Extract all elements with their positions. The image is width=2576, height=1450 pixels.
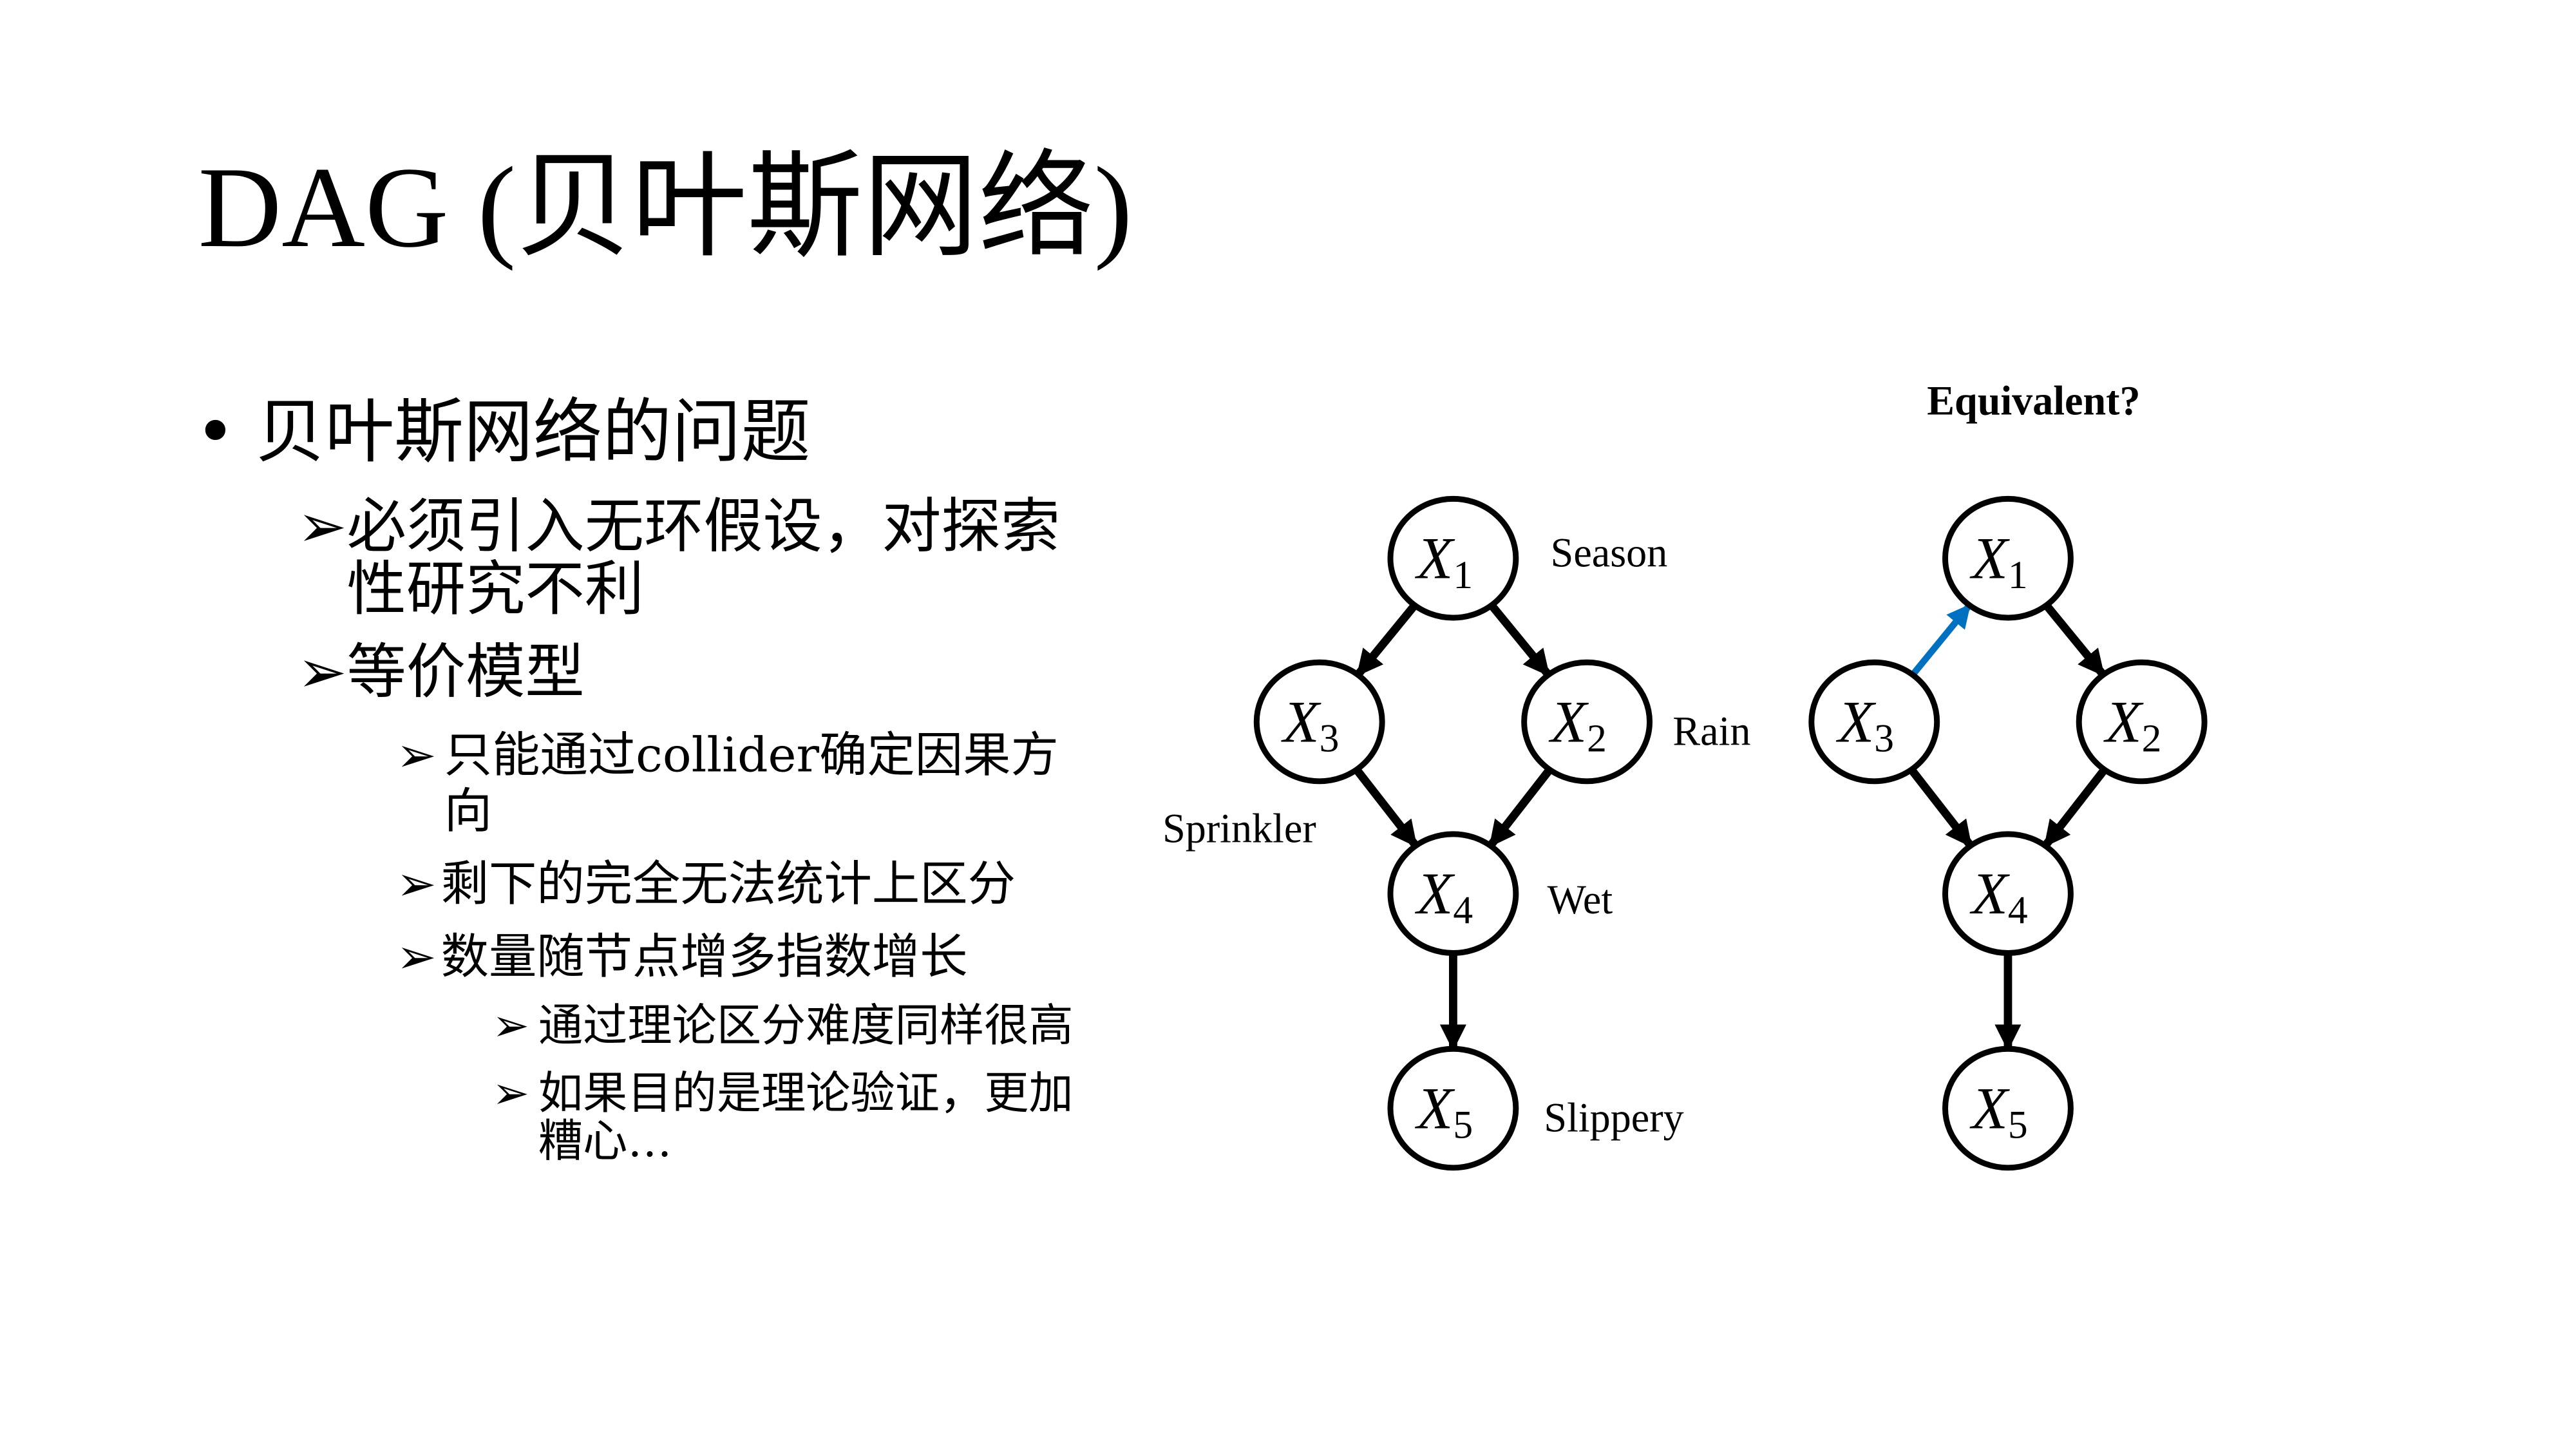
node-circle xyxy=(1808,659,1940,785)
node-left-x1: X1 xyxy=(1387,495,1519,621)
node-circle xyxy=(1387,495,1519,621)
label-sprinkler: Sprinkler xyxy=(1162,806,1316,852)
node-left-x2: X2 xyxy=(1521,659,1653,785)
bullet-l4-line: 如果目的是理论验证，更加 xyxy=(538,1068,1074,1120)
node-circle xyxy=(1942,831,2074,956)
arrow-marker-icon: ➢ xyxy=(492,1068,530,1120)
node-label: X3 xyxy=(1835,689,1894,760)
node-left-x4: X4 xyxy=(1387,831,1519,956)
node-right-x5: X5 xyxy=(1942,1045,2074,1171)
edge-right-x2-x4 xyxy=(2042,767,2108,848)
node-circle xyxy=(1387,1045,1519,1171)
bullet-marker: • xyxy=(194,391,236,473)
arrow-marker-icon: ➢ xyxy=(297,639,347,707)
node-label: X4 xyxy=(1414,861,1473,932)
bullet-l3-line: 剩下的完全无法统计上区分 xyxy=(440,855,1016,912)
arrow-marker-icon: ➢ xyxy=(396,727,437,783)
reversed-edge-right-x3-x1 xyxy=(1910,604,1972,677)
node-left-x5: X5 xyxy=(1387,1045,1519,1171)
node-right-x1: X1 xyxy=(1942,495,2074,621)
arrow-marker-icon: ➢ xyxy=(396,855,437,912)
bullet-l2-line: 必须引入无环假设，对探索 xyxy=(346,493,1061,562)
bullet-l3-line: 只能通过collider确定因果方 xyxy=(444,727,1059,783)
bullet-l2-line: 性研究不利 xyxy=(346,557,645,625)
node-circle xyxy=(1387,831,1519,956)
node-circle xyxy=(2076,659,2208,785)
edge-left-x3-x4 xyxy=(1354,767,1419,848)
node-label: X3 xyxy=(1280,689,1339,760)
bullet-l3-line: 数量随节点增多指数增长 xyxy=(440,928,968,985)
label-slippery: Slippery xyxy=(1544,1094,1683,1140)
label-season: Season xyxy=(1551,529,1668,575)
edge-left-x1-x3 xyxy=(1354,603,1418,677)
node-left-x3: X3 xyxy=(1253,659,1385,785)
arrow-marker-icon: ➢ xyxy=(396,928,437,985)
edge-left-x2-x4 xyxy=(1487,767,1553,848)
bullet-text: 贝叶斯网络的问题 xyxy=(255,391,811,473)
node-right-x3: X3 xyxy=(1808,659,1940,785)
arrow-marker-icon: ➢ xyxy=(492,1000,530,1053)
label-rain: Rain xyxy=(1672,708,1750,754)
bullet-l1: •贝叶斯网络的问题 xyxy=(195,397,811,468)
label-wet: Wet xyxy=(1548,877,1613,922)
node-circle xyxy=(1253,659,1385,785)
node-circle xyxy=(1521,659,1653,785)
slide-title: DAG (贝叶斯网络) xyxy=(198,145,1133,273)
edge-right-x1-x2 xyxy=(2043,603,2107,677)
bullet-l2-line: 等价模型 xyxy=(346,639,585,707)
node-right-x4: X4 xyxy=(1942,831,2074,956)
edge-left-x1-x2 xyxy=(1488,603,1551,677)
node-circle xyxy=(1942,495,2074,621)
node-label: X2 xyxy=(1548,689,1607,760)
arrow-marker-icon: ➢ xyxy=(297,493,347,562)
equivalent-heading: Equivalent? xyxy=(1927,378,2140,424)
bullet-l4-line: 通过理论区分难度同样很高 xyxy=(538,1000,1074,1053)
bullet-l3-line: 向 xyxy=(444,783,493,839)
node-circle xyxy=(1942,1045,2074,1171)
node-right-x2: X2 xyxy=(2076,659,2208,785)
edge-right-x3-x4 xyxy=(1908,767,1974,848)
bullet-l4-line: 糟心… xyxy=(538,1116,672,1168)
